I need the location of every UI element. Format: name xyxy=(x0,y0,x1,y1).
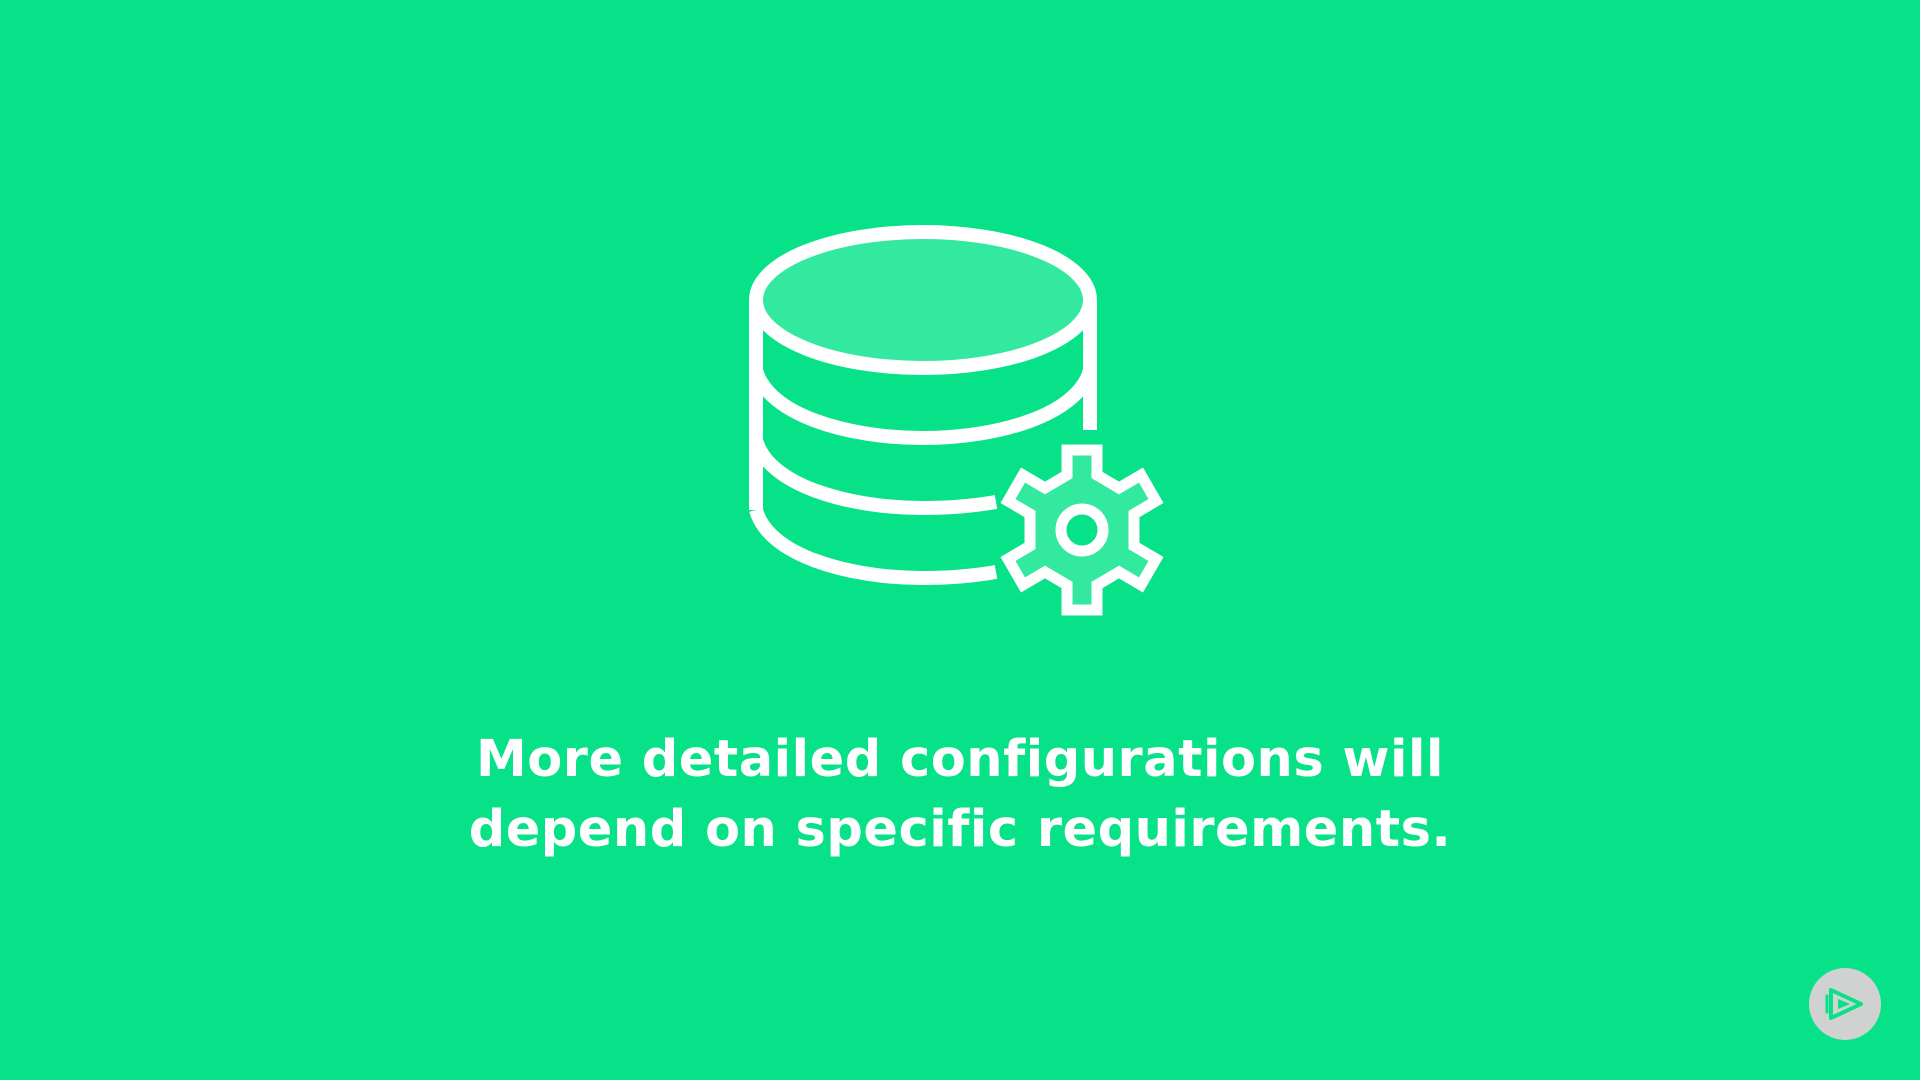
slide-message: More detailed configurations will depend… xyxy=(360,725,1560,865)
message-line-1: More detailed configurations will xyxy=(476,730,1444,789)
gear-icon xyxy=(1000,444,1164,616)
database-icon xyxy=(749,225,1097,585)
play-logo-icon xyxy=(1825,988,1863,1020)
message-line-2: depend on specific requirements. xyxy=(468,800,1452,859)
watermark-logo-button[interactable] xyxy=(1809,968,1881,1040)
database-gear-icon xyxy=(749,225,1164,616)
